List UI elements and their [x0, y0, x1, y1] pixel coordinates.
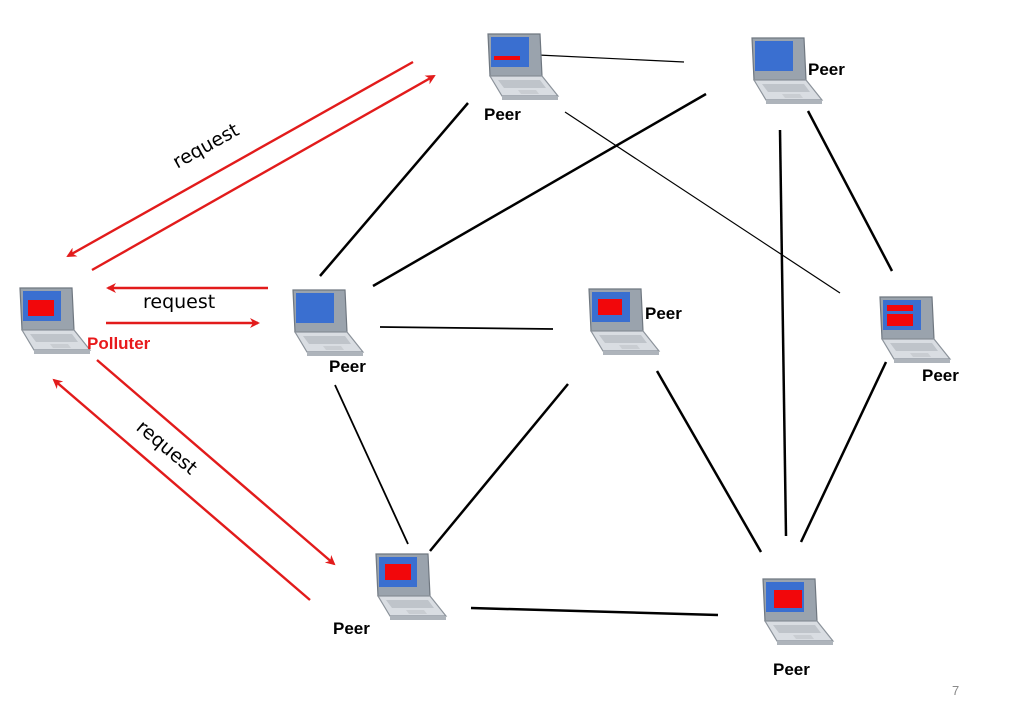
peer-bottom-left-label: Peer: [333, 619, 370, 638]
screen-peer-mid-left: [296, 293, 334, 323]
peer-right-label: Peer: [922, 366, 959, 385]
arrow-polluter-to-bottomleft: [96, 359, 336, 566]
link-top-to-right: [564, 111, 841, 294]
peer-mid-left-label: Peer: [329, 357, 366, 376]
request-arrows: [52, 60, 436, 601]
screen-peer-top-right: [755, 41, 793, 71]
link-top-to-midleft: [319, 102, 469, 277]
link-topright-to-midleft: [372, 92, 707, 288]
laptop-peer-right: [879, 296, 951, 364]
link-top-to-topright: [537, 54, 685, 63]
laptop-peer-mid-left: [292, 289, 364, 357]
link-topright-to-right: [806, 110, 894, 272]
link-midleft-to-bottomleft: [334, 384, 409, 545]
peer-bottom-right-label: Peer: [773, 660, 810, 679]
peer-top-label: Peer: [484, 105, 521, 124]
laptop-peer-center: [588, 288, 660, 356]
laptop-peer-bottom-right: [762, 578, 834, 646]
link-bottomleft-to-bottomright: [470, 606, 719, 617]
screen-peer-top: [491, 37, 529, 67]
request-label-middle: request: [143, 291, 216, 313]
laptop-peer-top-right: [751, 37, 823, 105]
peer-center-label: Peer: [645, 304, 682, 323]
link-center-to-bottomleft: [429, 383, 569, 552]
laptop-peer-bottom-left: [375, 553, 447, 621]
peer-links: [319, 54, 894, 617]
link-right-to-bottomright: [799, 361, 888, 543]
peer-top-right-label: Peer: [808, 60, 845, 79]
link-midleft-to-center: [379, 326, 554, 330]
page-number: 7: [952, 683, 960, 698]
arrow-top-to-polluter: [66, 60, 414, 258]
arrow-polluter-to-top: [91, 74, 436, 272]
link-center-to-bottomright: [655, 370, 763, 553]
laptop-polluter: [19, 287, 91, 355]
laptop-peer-top: [487, 33, 559, 101]
polluter-label: Polluter: [87, 334, 151, 353]
arrow-bottomleft-to-polluter: [52, 378, 311, 601]
link-topright-to-bottomright: [778, 129, 788, 537]
